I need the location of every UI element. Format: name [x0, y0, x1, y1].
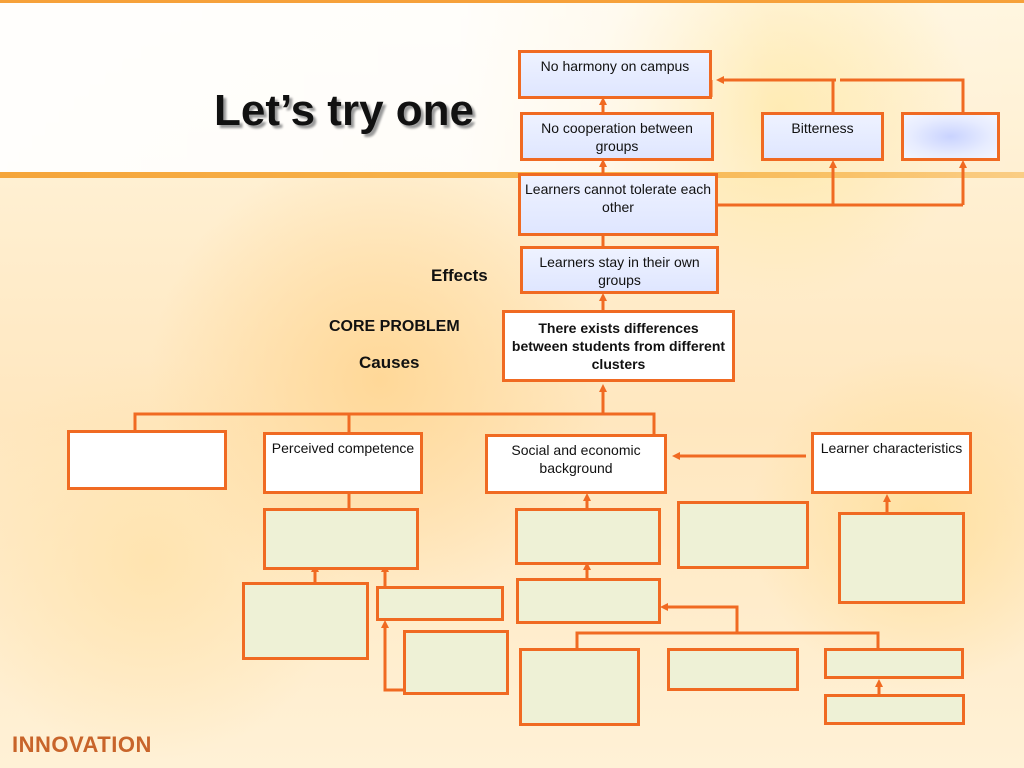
sub-cause-social-3 — [516, 578, 661, 624]
effect-bitterness: Bitterness — [761, 112, 884, 161]
cause-learner-characteristics-text: Learner characteristics — [820, 440, 963, 456]
sub-cause-social-1 — [515, 508, 661, 565]
sub-cause-learner-3 — [824, 694, 965, 725]
core-problem-text: There exists differences between student… — [511, 320, 726, 372]
core-problem-box: There exists differences between student… — [502, 310, 735, 382]
line-sub3-left — [383, 631, 403, 692]
effect-stay-in-groups: Learners stay in their own groups — [520, 246, 719, 294]
sub-cause-social-4 — [519, 648, 640, 726]
top-rule — [0, 0, 1024, 3]
effect-bitterness-text: Bitterness — [791, 120, 854, 136]
cause-social-economic: Social and economic background — [485, 434, 667, 494]
line-social-bus-up — [680, 605, 739, 633]
sub-cause-perceived-2 — [242, 582, 369, 660]
sub-cause-learner-1 — [838, 512, 965, 604]
core-problem-label: CORE PROBLEM — [329, 318, 460, 335]
cause-learner-characteristics: Learner characteristics — [811, 432, 972, 494]
sub-cause-social-2 — [677, 501, 809, 569]
effects-label: Effects — [431, 266, 488, 285]
cause-bus — [133, 412, 656, 434]
sub-cause-perceived-4 — [403, 630, 509, 695]
cause-blank — [67, 430, 227, 490]
effect-no-harmony-text: No harmony on campus — [540, 58, 690, 74]
slide-title: Let’s try one — [214, 86, 474, 135]
line-effects-top — [840, 78, 965, 112]
causes-label: Causes — [359, 353, 420, 372]
sub-cause-social-5 — [667, 648, 799, 691]
effect-stay-in-groups-text: Learners stay in their own groups — [539, 254, 700, 288]
effect-cannot-tolerate-text: Learners cannot tolerate each other — [525, 181, 712, 215]
cause-perceived-competence-text: Perceived competence — [271, 440, 415, 456]
title-divider — [0, 172, 1024, 178]
effect-no-cooperation-text: No cooperation between groups — [541, 120, 693, 154]
cause-social-economic-text: Social and economic background — [511, 442, 641, 476]
sub-cause-perceived-3 — [376, 586, 504, 621]
effect-blank — [901, 112, 1000, 161]
effect-no-harmony: No harmony on campus — [518, 50, 712, 99]
cause-perceived-competence: Perceived competence — [263, 432, 423, 494]
sub-cause-learner-2 — [824, 648, 964, 679]
innovation-logo: INNOVATION — [12, 732, 152, 757]
effect-no-cooperation: No cooperation between groups — [520, 112, 714, 161]
effect-cannot-tolerate: Learners cannot tolerate each other — [518, 173, 718, 236]
sub-cause-perceived-1 — [263, 508, 419, 570]
line-social-sub-bus — [575, 631, 880, 648]
